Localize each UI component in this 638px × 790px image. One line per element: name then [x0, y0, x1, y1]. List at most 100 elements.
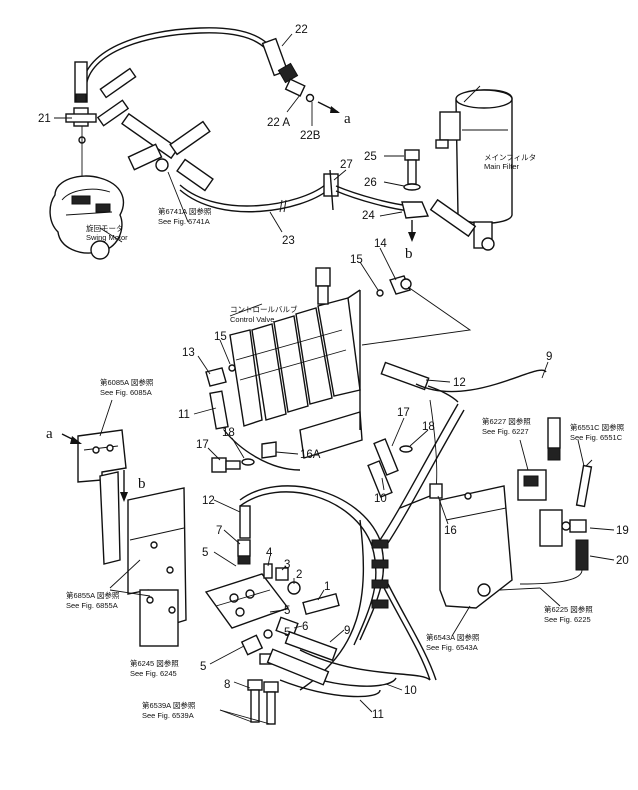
hose-11: [209, 390, 301, 471]
fitting-19: [561, 519, 587, 533]
callout-numbers: 22 21 22 A 22B a 25 26 24 27 b 23 14 15 …: [38, 24, 629, 721]
callout-2: 2: [296, 569, 302, 581]
ref-6227-jp: 第6227 図参照: [482, 416, 531, 426]
hose-14: [361, 286, 472, 346]
bolt-12-lower: [239, 505, 251, 539]
figure-references: 旋回モータ Swing Motor 第6741A 図参照 See Fig. 67…: [66, 153, 625, 720]
clip-16: [429, 483, 443, 499]
bolt-25: [404, 149, 420, 185]
bracket-6085a: [77, 429, 127, 565]
arrow-b-top: b: [405, 246, 413, 262]
hose-to-24: [335, 185, 411, 212]
ref-6539a-jp: 第6539A 図参照: [142, 700, 196, 710]
ref-main-filter-en: Main Filter: [484, 162, 520, 171]
callout-1: 1: [324, 581, 330, 593]
bolt-17-right: [373, 438, 413, 476]
callout-21: 21: [38, 113, 51, 125]
callout-5d: 5: [200, 661, 206, 673]
callout-10-upper: 10: [374, 493, 387, 505]
ref-6245-en: See Fig. 6245: [130, 669, 177, 678]
callout-5c: 5: [284, 627, 290, 639]
cable-9-right: [415, 369, 561, 461]
arrow-a-top: a: [344, 111, 351, 127]
callout-12-lower: 12: [202, 495, 215, 507]
callout-22: 22: [295, 24, 308, 36]
callout-22b: 22B: [300, 130, 321, 142]
sensor-6551c: [575, 459, 593, 508]
fitting-24: [401, 201, 430, 242]
bolt-9-lower: [284, 630, 338, 662]
ref-control-valve-en: Control Valve: [230, 315, 274, 324]
callout-8: 8: [224, 679, 230, 691]
ref-6225-en: See Fig. 6225: [544, 615, 591, 624]
ref-6225-jp: 第6225 図参照: [544, 604, 593, 614]
callout-15-upper: 15: [350, 254, 363, 266]
callout-18-right: 18: [422, 421, 435, 433]
ref-6741a-jp: 第6741A 図参照: [158, 206, 212, 216]
oring-15-lower: [228, 364, 236, 372]
callout-17-right: 17: [397, 407, 410, 419]
callout-5b: 5: [284, 605, 290, 617]
hoses-10-11-lower: [266, 648, 330, 686]
ref-6543a-jp: 第6543A 図参照: [426, 632, 480, 642]
callout-7: 7: [216, 525, 222, 537]
callout-27: 27: [340, 159, 353, 171]
callout-17-left: 17: [196, 439, 209, 451]
bracket-6543a: [439, 485, 513, 609]
sensor-20: [519, 539, 589, 585]
fittings-5: [240, 634, 275, 665]
arrow-a-left: a: [46, 426, 53, 442]
callout-9-lower: 9: [344, 625, 350, 637]
hose-10-fitting: [367, 460, 393, 498]
callout-25: 25: [364, 151, 377, 163]
ref-6551c-en: See Fig. 6551C: [570, 433, 623, 442]
ref-6855a-jp: 第6855A 図参照: [66, 590, 120, 600]
callout-12-upper: 12: [453, 377, 466, 389]
callout-6: 6: [302, 621, 308, 633]
cable-6225: [499, 587, 541, 591]
callout-24: 24: [362, 210, 375, 222]
part-6: [263, 616, 299, 639]
hose-bundle: [239, 399, 465, 698]
fitting-21: [65, 61, 97, 180]
clamp-27: [323, 169, 339, 211]
hose-22: [81, 27, 299, 93]
hose-12-upper: [380, 361, 459, 403]
clip-16a: [261, 441, 277, 459]
bolt-8-a: [247, 679, 263, 723]
callout-18-left: 18: [222, 427, 235, 439]
tube-pair-upper: [96, 67, 211, 160]
ref-6539a-en: See Fig. 6539A: [142, 711, 194, 720]
bolt-1: [302, 592, 340, 616]
callout-13: 13: [182, 347, 195, 359]
ref-swing-motor-jp: 旋回モータ: [86, 223, 124, 233]
callout-19: 19: [616, 525, 629, 537]
callout-16a: 16A: [300, 449, 321, 461]
leader-lines: [54, 33, 615, 725]
fitting-7: [237, 539, 251, 565]
main-filter: [429, 89, 513, 251]
callout-26: 26: [364, 177, 377, 189]
callout-5a: 5: [202, 547, 208, 559]
callout-10-lower: 10: [404, 685, 417, 697]
bolt-8-b: [263, 681, 279, 725]
bolt-17-left: [211, 457, 255, 473]
ref-swing-motor-en: Swing Motor: [86, 233, 128, 242]
swing-motor: [49, 143, 169, 260]
callout-16: 16: [444, 525, 457, 537]
switch-6227: [517, 469, 563, 547]
ref-6085a-en: See Fig. 6085A: [100, 388, 152, 397]
ref-6855a-en: See Fig. 6855A: [66, 601, 118, 610]
callout-4: 4: [266, 547, 273, 559]
callout-15-lower: 15: [214, 331, 227, 343]
control-valve: [229, 267, 363, 459]
callout-23: 23: [282, 235, 295, 247]
callout-11-upper: 11: [178, 409, 190, 421]
ref-6085a-jp: 第6085A 図参照: [100, 377, 154, 387]
callout-14: 14: [374, 238, 387, 250]
callout-20: 20: [616, 555, 629, 567]
ref-6551c-jp: 第6551C 図参照: [570, 422, 625, 432]
washer-26: [403, 183, 421, 191]
